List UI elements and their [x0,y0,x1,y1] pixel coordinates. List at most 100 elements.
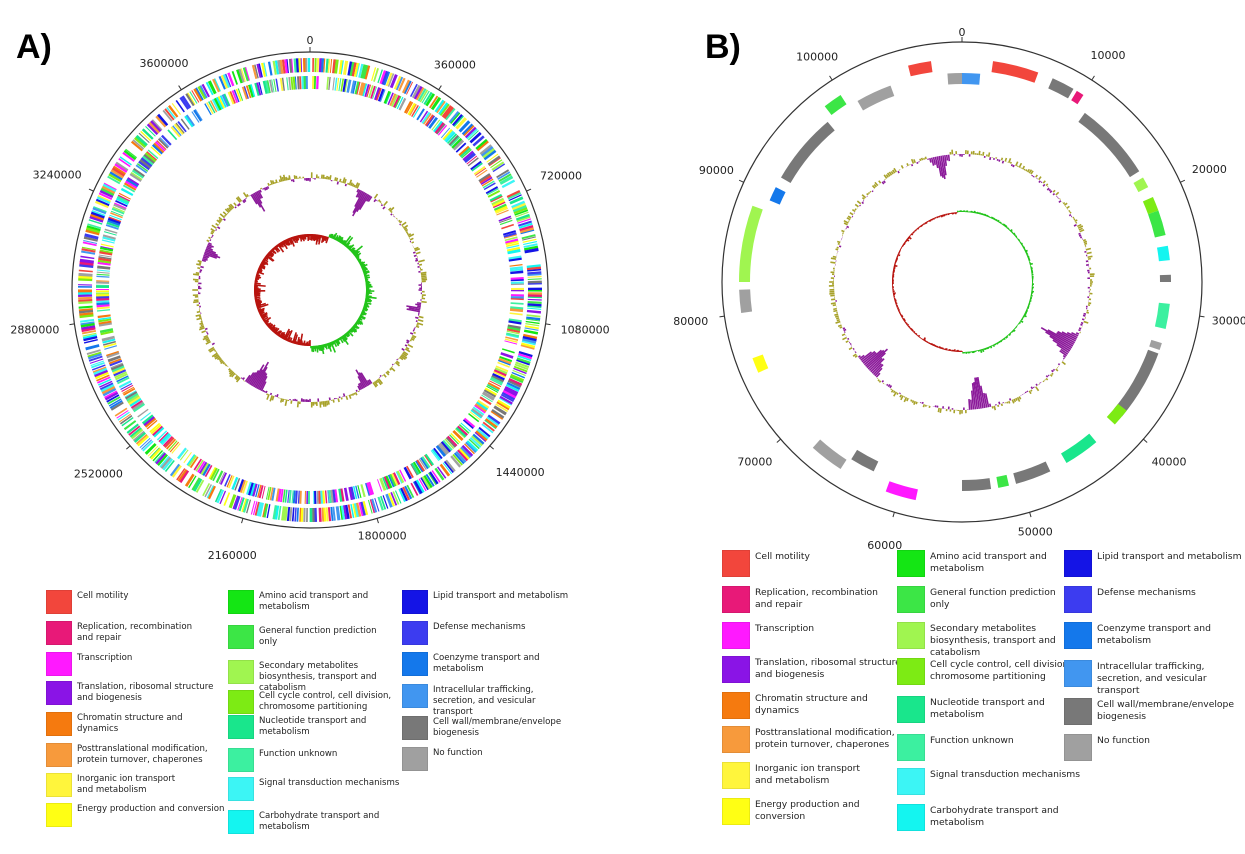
legend-swatch [228,590,254,614]
gene-feature [237,496,243,511]
gc-skew-bar [1010,230,1013,233]
gene-feature [287,489,290,503]
gc-skew-bar [908,236,912,240]
gene-feature [504,234,517,239]
gene-feature [147,149,159,160]
gc-content-bar [1057,330,1076,342]
gc-content-bar [256,371,267,390]
gc-skew-bar [356,257,360,261]
gc-skew-bar [1019,241,1022,244]
gene-feature [227,72,235,87]
gene-feature [355,485,360,499]
gc-content-bar [358,194,370,211]
gc-skew-bar [363,270,370,274]
gc-skew-bar [902,243,905,246]
gene-feature [78,269,93,273]
gene-feature [91,364,106,371]
gene-feature [96,196,111,205]
gene-feature [504,386,519,395]
gc-content-bar [375,380,379,384]
tick-mark [892,512,895,518]
gene-feature [449,434,460,445]
gc-skew-bar [285,238,290,246]
gene-feature [123,420,137,431]
gc-content-bar [1016,396,1021,402]
gene-feature [122,184,136,193]
gc-content-bar [410,337,415,341]
gene-feature [489,193,503,203]
gene-feature [472,406,485,416]
gene-feature [107,217,122,225]
gc-content-bar [998,159,1001,162]
gene-feature [520,344,535,350]
gc-skew-bar [325,236,329,244]
gc-skew-bar [1012,232,1016,235]
gc-skew-bar [1027,305,1030,308]
gene-feature [117,376,130,385]
gc-skew-bar [1015,325,1018,328]
gc-skew-bar [895,304,898,307]
gc-content-bar [253,361,270,388]
gene-feature [99,249,113,254]
gc-content-bar [998,401,1001,405]
b-legend-item: Transcription [722,622,905,649]
tick-mark [438,85,442,91]
gene-feature [507,380,522,388]
gene-feature [247,482,254,496]
gene-feature [483,182,496,191]
gene-feature [235,88,242,102]
legend-label: Coenzyme transport and metabolism [1097,623,1211,646]
gene-feature [123,387,136,396]
gene-feature [176,468,186,481]
gc-content-bar [413,254,417,257]
gene-feature [523,329,539,335]
gene-feature [192,478,203,492]
gc-skew-bar [359,261,364,265]
gene-feature [524,247,539,254]
b-legend-item: Nucleotide transport and metabolism [897,696,1080,723]
gc-skew-bar [345,332,350,337]
gene-feature [114,407,128,417]
gene-feature [99,189,114,198]
gc-content-bar [416,322,424,326]
gc-content-bar [406,232,409,235]
gc-skew-bar [340,335,346,343]
gene-feature [198,461,208,474]
gene-feature [372,86,378,100]
gc-content-bar [866,192,869,196]
gene-feature [383,90,392,104]
gene-feature [229,91,236,104]
gene-feature [325,58,329,73]
gc-content-bar [1078,232,1081,235]
gc-skew-bar [347,244,353,250]
gc-content-bar [873,183,877,188]
gc-skew-bar [270,249,276,254]
gc-skew-bar [260,262,266,266]
gene-feature [94,200,109,209]
gene-feature [483,149,497,161]
gc-content-bar [348,394,352,399]
gene-feature [254,501,260,516]
gene-feature [443,106,455,120]
gene-feature [96,285,110,288]
gene-feature [522,236,536,241]
gc-content-bar [854,351,857,354]
gene-feature [145,126,156,137]
gene-feature [258,502,264,517]
outer-ring [721,41,1203,523]
gene-feature [428,116,439,129]
gc-content-bar [206,245,212,249]
legend-label: Secondary metabolites biosynthesis, tran… [930,623,1056,658]
gc-skew-bar [256,302,266,308]
gc-content-bar [1087,255,1093,259]
gene-feature [434,99,445,113]
gc-skew-bar [288,237,293,245]
gene-feature [461,444,474,457]
gene-feature [769,187,786,205]
gc-content-bar [1083,320,1089,324]
gc-skew-bar [1028,302,1031,305]
gene-feature [424,114,435,127]
gene-feature [486,385,499,393]
legend-label: Transcription [77,653,133,663]
gc-skew-bar [263,257,267,261]
